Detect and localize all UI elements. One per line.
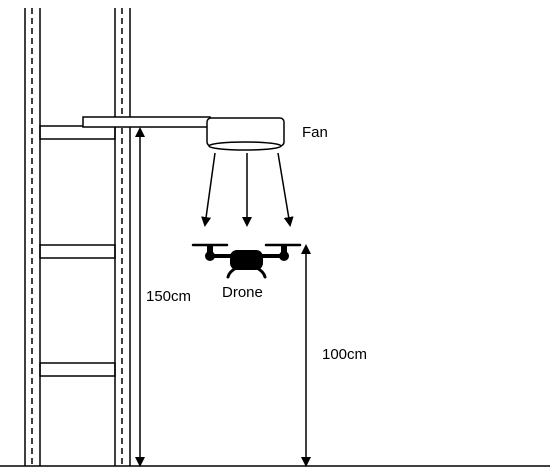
airflow-arrows xyxy=(201,152,294,227)
fan-mount-arm xyxy=(82,116,211,128)
drone-icon xyxy=(191,243,302,279)
fan-height-label: 150cm xyxy=(146,288,191,305)
drone-label: Drone xyxy=(222,284,263,301)
fan-label: Fan xyxy=(302,124,328,141)
drone-height-label: 100cm xyxy=(322,346,367,363)
arrow-down-icon xyxy=(201,152,216,227)
fan-icon xyxy=(206,117,285,151)
arrow-down-icon xyxy=(277,152,294,227)
shelf-rack xyxy=(24,8,131,466)
